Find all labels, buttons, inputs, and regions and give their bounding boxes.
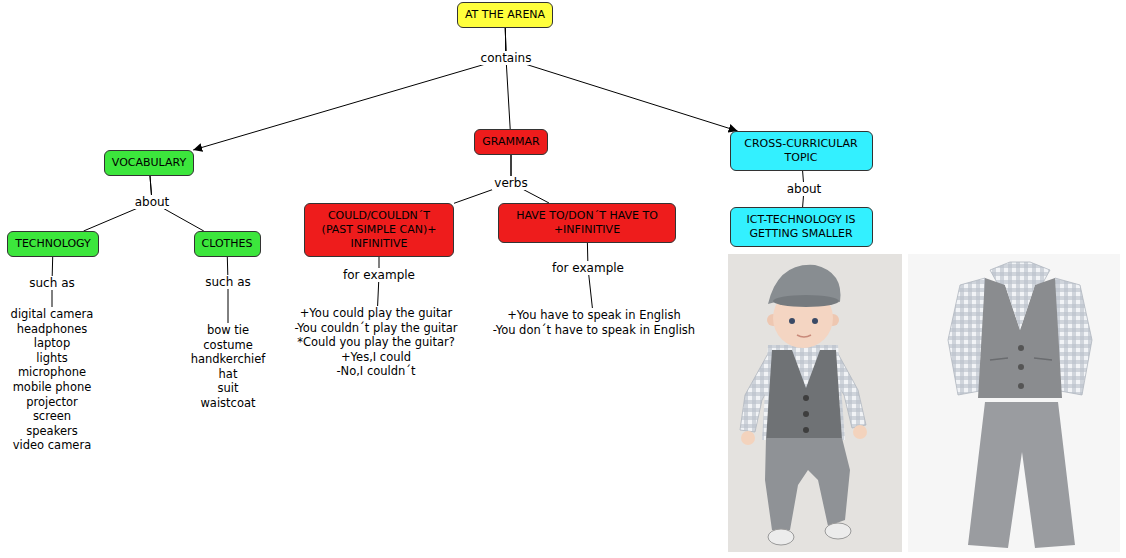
node-text: CROSS-CURRICULAR TOPIC <box>738 137 865 165</box>
node-text: VOCABULARY <box>112 156 186 170</box>
node-text: laptop <box>11 336 94 351</box>
concept-box: ICT-TECHNOLOGY IS GETTING SMALLER <box>730 207 873 247</box>
vest-button <box>1018 383 1024 389</box>
linking-phrase: for example <box>341 268 417 282</box>
node-text: -No,I couldn´t <box>294 364 457 379</box>
connector <box>587 243 592 308</box>
node-text: headphones <box>11 322 94 337</box>
concept-box: CLOTHES <box>194 231 261 257</box>
node-text: costume <box>191 338 266 353</box>
linking-phrase: for example <box>550 261 626 275</box>
node-text: suit <box>191 381 266 396</box>
connector <box>505 28 737 131</box>
concept-box: GRAMMAR <box>474 129 547 155</box>
example-list: digital cameraheadphoneslaptoplightsmicr… <box>9 307 96 453</box>
linking-phrase: contains <box>479 51 534 65</box>
node-text: waistcoat <box>191 396 266 411</box>
cap-brim <box>773 295 839 307</box>
node-text: HAVE TO/DON´T HAVE TO +INFINITIVE <box>506 209 668 237</box>
connector <box>227 257 229 323</box>
concept-box: HAVE TO/DON´T HAVE TO +INFINITIVE <box>498 203 676 243</box>
node-text: TECHNOLOGY <box>15 237 91 251</box>
shoe <box>768 529 794 545</box>
node-text: COULD/COULDN´T (PAST SIMPLE CAN)+ INFINI… <box>312 209 446 251</box>
node-text: mobile phone <box>11 380 94 395</box>
node-text: -You don´t have to speak in English <box>493 323 695 338</box>
shirt-body <box>762 345 845 440</box>
vest-button <box>803 395 809 401</box>
linking-phrase: verbs <box>492 176 529 190</box>
vest <box>978 278 1062 398</box>
node-text: -You couldn´t play the guitar <box>294 321 457 336</box>
node-text: speakers <box>11 424 94 439</box>
baby-hand <box>741 431 755 445</box>
linking-phrase: such as <box>203 275 252 289</box>
node-text: GRAMMAR <box>482 135 539 149</box>
shirt-front <box>1005 285 1035 330</box>
node-text: video camera <box>11 438 94 453</box>
node-text: +You could play the guitar <box>294 306 457 321</box>
node-text: handkerchief <box>191 352 266 367</box>
node-text: lights <box>11 351 94 366</box>
example-list: +You could play the guitar-You couldn´t … <box>292 306 459 379</box>
node-text: AT THE ARENA <box>465 8 545 22</box>
node-text: microphone <box>11 365 94 380</box>
baby-hand <box>853 425 867 439</box>
trousers <box>968 402 1075 548</box>
clothes-photo <box>908 254 1120 552</box>
node-text: screen <box>11 409 94 424</box>
concept-box: VOCABULARY <box>104 150 194 176</box>
photo-ground <box>908 254 1120 552</box>
vest-button <box>803 427 809 433</box>
baby-eye <box>812 318 818 324</box>
node-text: *Could you play the guitar? <box>294 335 457 350</box>
shoe <box>825 523 851 539</box>
node-text: +You have to speak in English <box>493 308 695 323</box>
concept-box: CROSS-CURRICULAR TOPIC <box>730 131 873 171</box>
linking-phrase: about <box>785 182 824 196</box>
concept-box: TECHNOLOGY <box>7 231 99 257</box>
vest-button <box>1018 364 1024 370</box>
vest-pocket <box>990 358 1052 360</box>
vest <box>766 350 842 440</box>
trousers <box>765 438 850 530</box>
concept-box: COULD/COULDN´T (PAST SIMPLE CAN)+ INFINI… <box>304 203 454 257</box>
node-text: bow tie <box>191 323 266 338</box>
baby-photo <box>728 254 902 552</box>
vest-button <box>1018 345 1024 351</box>
node-text: CLOTHES <box>202 237 253 251</box>
baby-eye <box>789 318 795 324</box>
connector <box>193 28 506 150</box>
linking-phrase: about <box>133 195 172 209</box>
baby-mouth <box>797 335 811 337</box>
example-list: bow tiecostumehandkerchiefhatsuitwaistco… <box>189 323 268 411</box>
node-text: hat <box>191 367 266 382</box>
node-text: ICT-TECHNOLOGY IS GETTING SMALLER <box>738 213 865 241</box>
photo-ground <box>728 254 902 552</box>
node-text: projector <box>11 395 94 410</box>
node-text: digital camera <box>11 307 94 322</box>
example-list: +You have to speak in English-You don´t … <box>491 308 697 337</box>
concept-box: AT THE ARENA <box>457 2 553 28</box>
vest-button <box>803 411 809 417</box>
node-text: +Yes,I could <box>294 350 457 365</box>
linking-phrase: such as <box>27 276 76 290</box>
